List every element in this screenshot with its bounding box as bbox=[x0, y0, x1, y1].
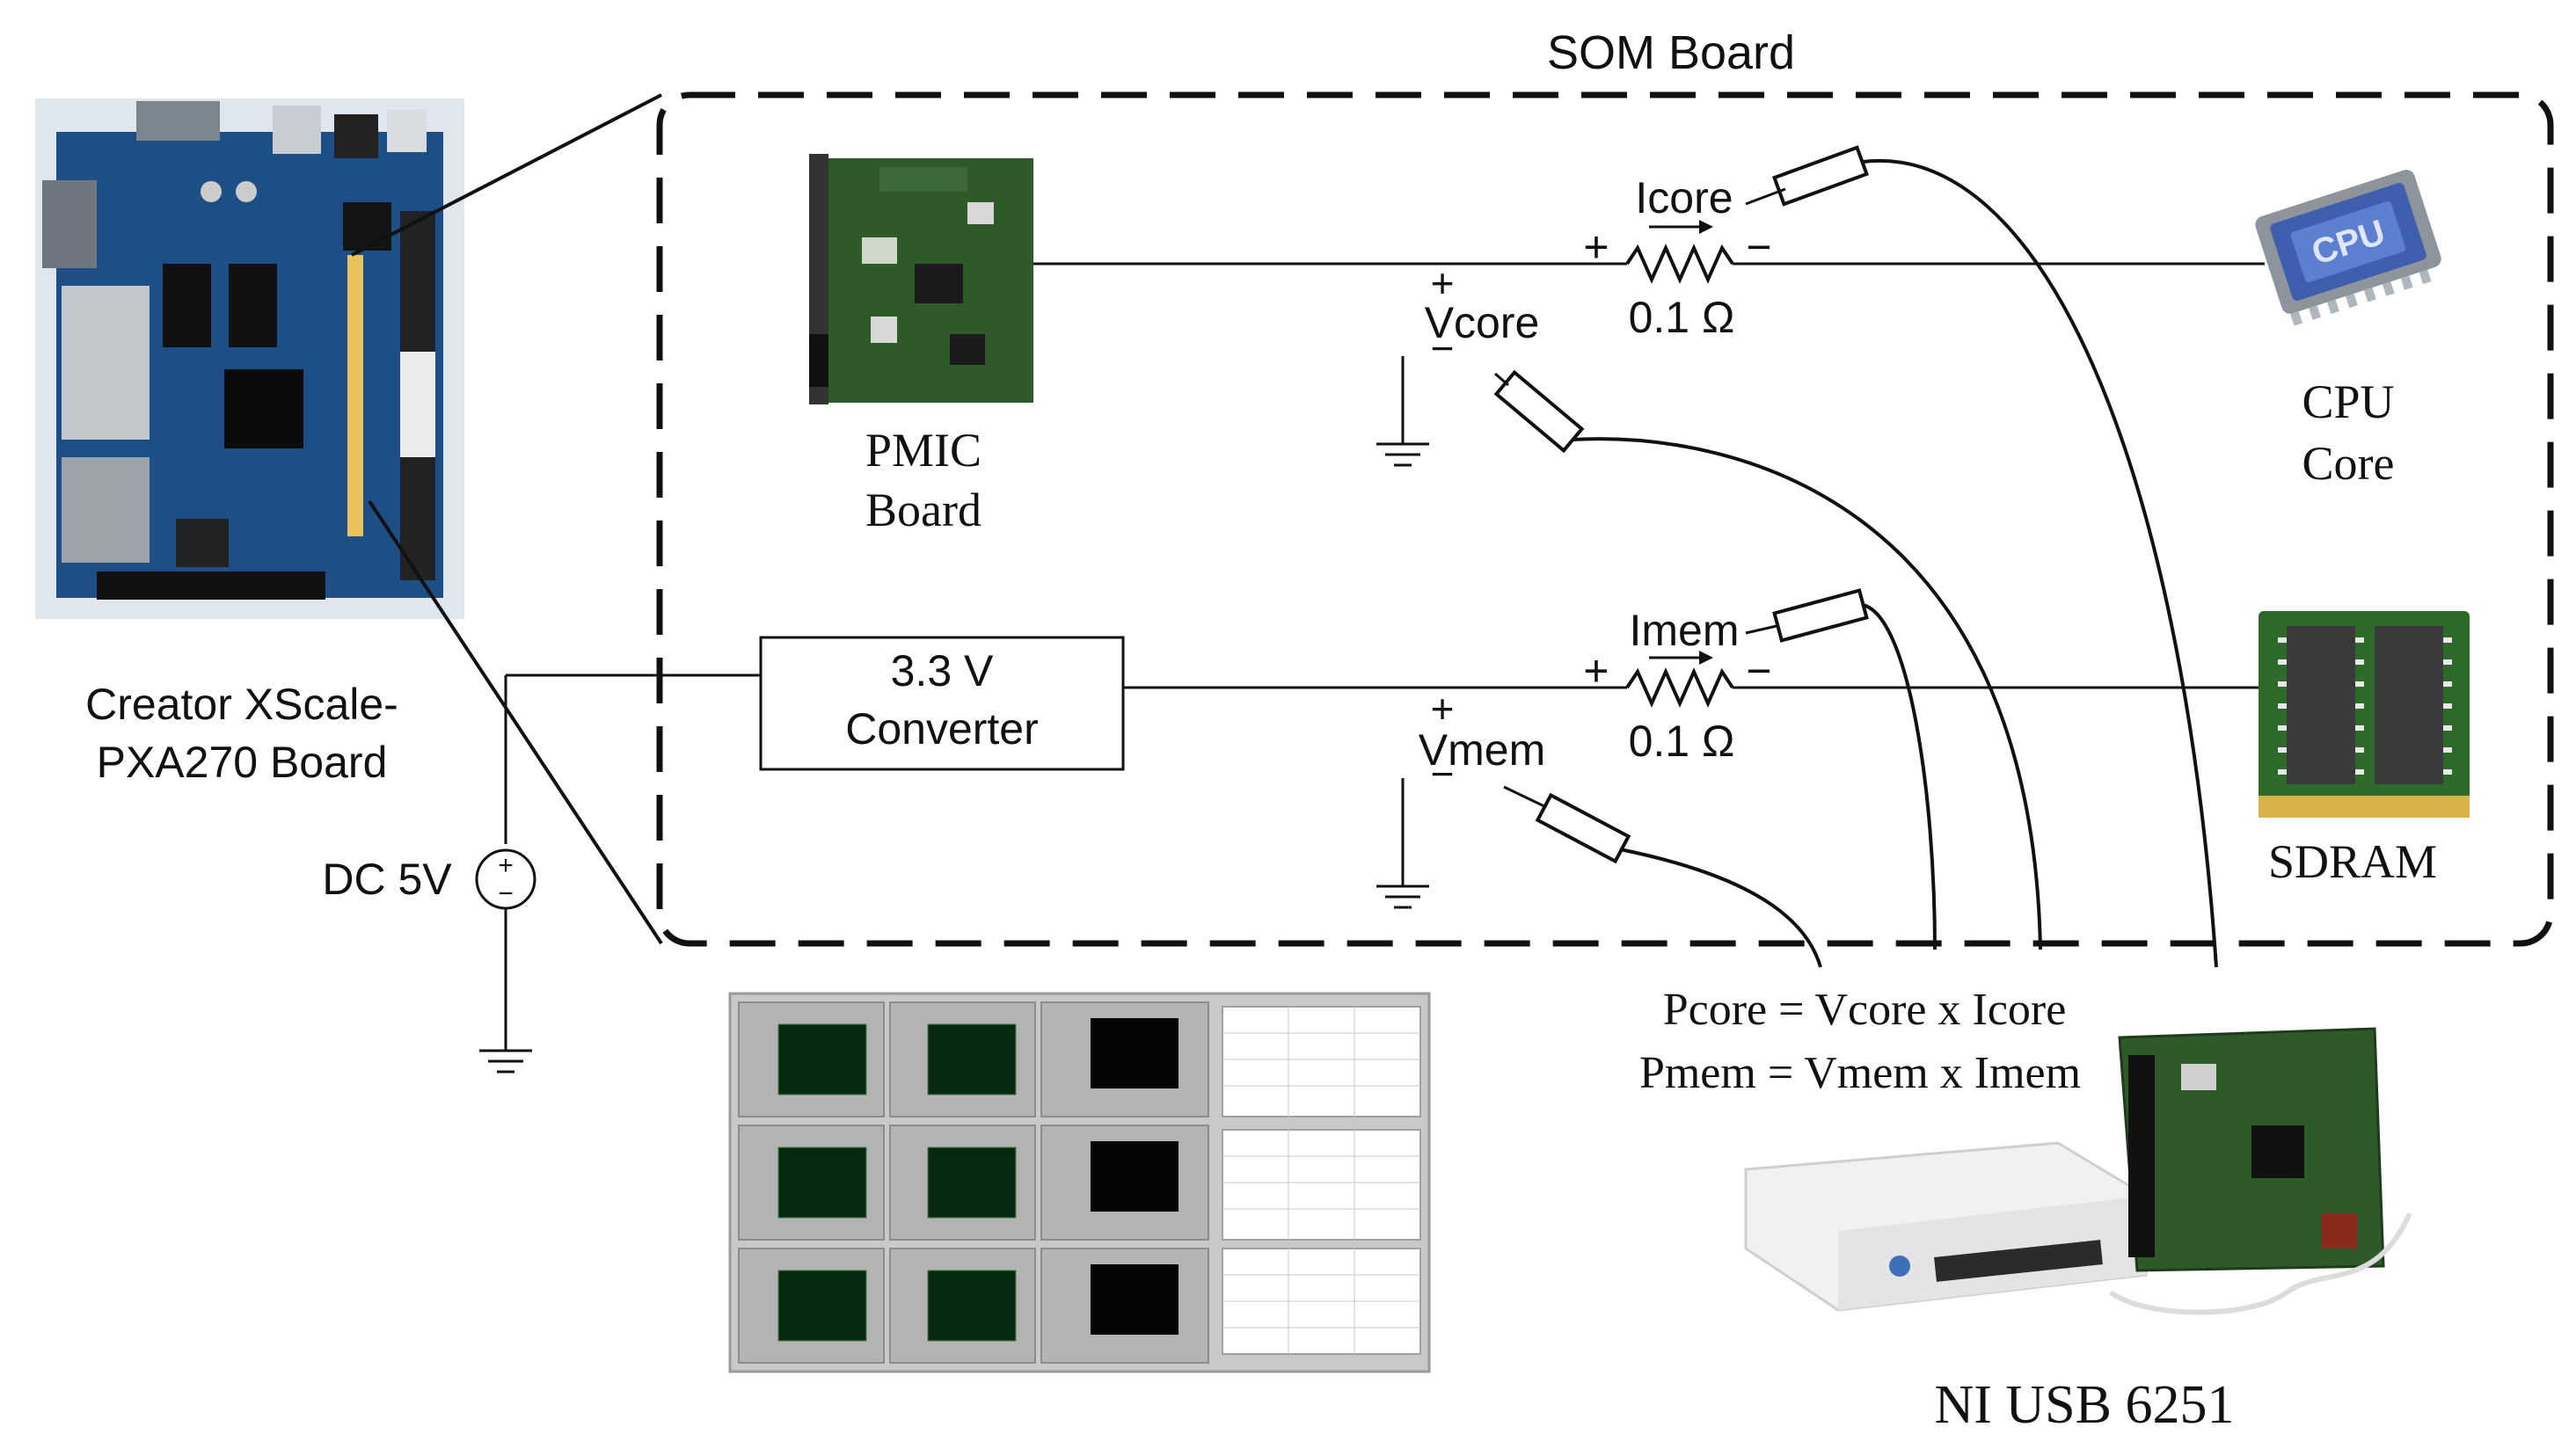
daq-device-image bbox=[1744, 1027, 2412, 1315]
vmem-probe bbox=[1535, 792, 1631, 864]
sdram-label: SDRAM bbox=[2268, 835, 2437, 888]
pmem-equation: Pmem = Vmem x Imem bbox=[1639, 1048, 2081, 1098]
icore-probe-lead bbox=[1745, 187, 1786, 206]
cpu-chip-icon: CPU bbox=[2255, 170, 2441, 326]
vcore-plus: + bbox=[1431, 260, 1455, 306]
vcore-label: Vcore bbox=[1425, 298, 1540, 347]
zoom-line-bottom bbox=[368, 499, 663, 945]
converter-label-line2: Converter bbox=[845, 704, 1039, 753]
zoom-line-top bbox=[351, 93, 662, 257]
imem-arrow-head bbox=[1699, 651, 1713, 665]
pmic-label-line1: PMIC bbox=[865, 424, 982, 477]
vmem-plus: + bbox=[1431, 686, 1455, 732]
creator-board-image bbox=[35, 98, 464, 619]
icore-label: Icore bbox=[1635, 173, 1733, 222]
cpu-core-label-line1: CPU bbox=[2302, 375, 2394, 428]
daq-label: NI USB 6251 bbox=[1934, 1375, 2234, 1435]
mem-resistor-minus: − bbox=[1746, 646, 1771, 695]
vcore-ground-icon bbox=[1376, 442, 1429, 467]
vmem-probe-cable bbox=[1619, 848, 1822, 968]
mem-resistor-plus: + bbox=[1583, 646, 1609, 695]
vmem-minus: − bbox=[1431, 751, 1455, 797]
imem-probe-lead bbox=[1745, 624, 1777, 635]
vmem-probe-lead bbox=[1503, 785, 1547, 809]
sdram-chip-icon bbox=[2259, 611, 2470, 818]
vmem-label: Vmem bbox=[1419, 725, 1545, 775]
creator-board-label-line2: PXA270 Board bbox=[97, 738, 388, 787]
dc-source-label: DC 5V bbox=[322, 855, 452, 904]
icore-probe-cable bbox=[1862, 158, 2218, 968]
icore-probe bbox=[1771, 145, 1870, 207]
vcore-probe-cable bbox=[1572, 437, 2042, 950]
monitoring-software-screenshot bbox=[728, 992, 1431, 1373]
dc-source-minus: − bbox=[498, 879, 514, 908]
core-resistor-plus: + bbox=[1583, 222, 1609, 272]
converter-label-line1: 3.3 V bbox=[891, 646, 994, 695]
som-board-boundary bbox=[656, 91, 2554, 947]
imem-probe-cable bbox=[1862, 603, 1937, 950]
creator-board-label-line1: Creator XScale- bbox=[85, 680, 398, 729]
pmic-label-line2: Board bbox=[865, 484, 982, 536]
core-resistor-value: 0.1 Ω bbox=[1629, 293, 1735, 342]
icore-arrow-head bbox=[1699, 220, 1713, 234]
som-board-title: SOM Board bbox=[1547, 26, 1795, 79]
mem-resistor-value: 0.1 Ω bbox=[1629, 717, 1735, 766]
dc-source-plus: + bbox=[498, 851, 514, 880]
vcore-probe bbox=[1493, 369, 1585, 454]
pmic-board-image bbox=[809, 154, 1033, 404]
vcore-minus: − bbox=[1431, 325, 1455, 371]
dc-ground-icon bbox=[479, 1049, 532, 1074]
vmem-ground-icon bbox=[1376, 885, 1429, 909]
core-resistor-minus: − bbox=[1746, 222, 1771, 272]
vcore-probe-lead bbox=[1494, 372, 1509, 387]
cpu-core-label-line2: Core bbox=[2302, 437, 2395, 490]
pcore-equation: Pcore = Vcore x Icore bbox=[1663, 985, 2067, 1035]
core-resistor bbox=[1625, 244, 1734, 284]
mem-resistor bbox=[1625, 667, 1734, 708]
imem-label: Imem bbox=[1630, 606, 1740, 655]
imem-probe bbox=[1772, 588, 1869, 643]
converter-box bbox=[759, 636, 1125, 771]
